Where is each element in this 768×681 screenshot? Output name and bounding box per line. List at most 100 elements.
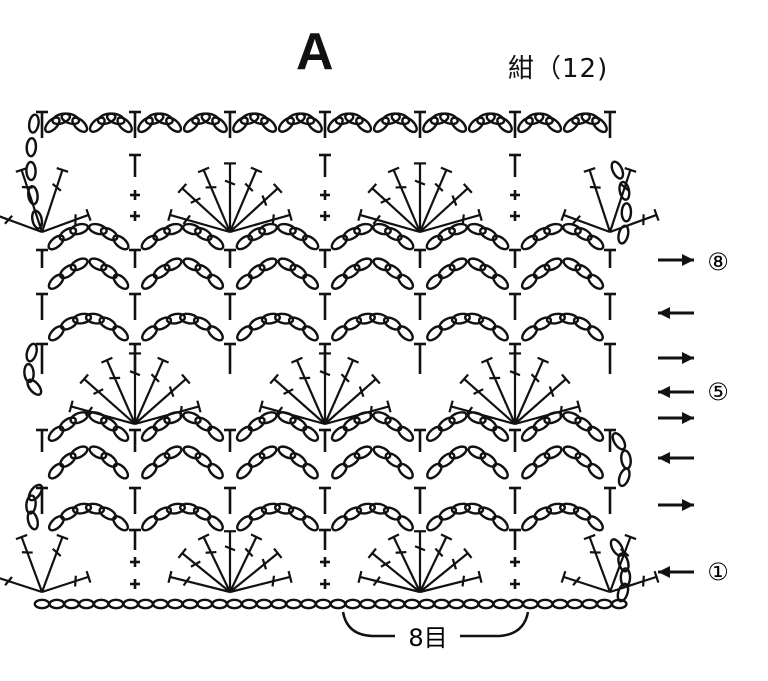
post-stitch: [129, 153, 141, 177]
chain-stitch: [48, 598, 66, 610]
arrow-left-icon: [658, 386, 694, 398]
chain-stitch: [372, 411, 392, 425]
chain-stitch: [426, 462, 443, 480]
chain-stitch: [373, 598, 391, 610]
chain-stitch: [302, 273, 320, 290]
chain-stitch: [558, 312, 580, 325]
chain-stitch: [236, 515, 254, 532]
chain-loop: [466, 222, 510, 251]
chain-stitch: [69, 222, 90, 236]
chain-loop: [331, 445, 373, 480]
chain-stitch: [270, 598, 288, 610]
row-stitch: [129, 486, 141, 514]
chain-loop: [562, 445, 604, 480]
chain-stitch: [87, 222, 108, 236]
chain-stitch: [520, 273, 538, 290]
chain-stitch: [285, 598, 302, 610]
chain-stitch: [466, 222, 487, 236]
chain-stitch: [384, 416, 403, 432]
chain-stitch: [491, 515, 509, 532]
chain-stitch: [26, 378, 43, 396]
chain-stitch: [58, 226, 78, 242]
post-stitch: [509, 153, 521, 177]
chain-stitch: [388, 598, 406, 610]
chain-stitch: [112, 515, 130, 532]
chain-stitch: [425, 273, 443, 290]
chain-loop: [561, 222, 605, 251]
chain-stitch: [334, 112, 355, 126]
yarn-color-label: 紺（12): [508, 54, 609, 84]
chain-stitch: [532, 452, 551, 468]
chain-stitch: [273, 312, 295, 325]
chain-stitch: [342, 452, 361, 468]
chain-stitch: [534, 112, 554, 126]
chain-stitch: [450, 116, 468, 133]
chain-stitch: [520, 425, 538, 442]
row-stitch: [604, 428, 616, 452]
chain-stitch: [72, 312, 93, 325]
chain-stitch: [277, 257, 297, 272]
chain-stitch: [58, 416, 77, 432]
row-stitch: [36, 428, 48, 452]
chain-stitch: [448, 411, 468, 425]
chain-stitch: [152, 226, 171, 242]
chain-stitch: [47, 234, 65, 251]
chain-stitch: [47, 425, 65, 443]
row-stitch: [509, 428, 521, 452]
chain-loop-right: [182, 112, 228, 134]
chain-stitch: [181, 598, 199, 610]
chain-stitch: [521, 325, 539, 342]
chain-stitch: [520, 234, 539, 251]
chain-stitch: [69, 411, 89, 425]
top-stitch: [224, 110, 236, 138]
chain-stitch: [543, 445, 563, 460]
chain-stitch: [47, 515, 65, 532]
chain-stitch: [353, 445, 373, 460]
row-stitch: [509, 486, 521, 514]
chain-stitch: [372, 116, 390, 133]
chain-loop: [426, 502, 509, 532]
row-stitch: [319, 292, 331, 320]
chain-stitch: [206, 234, 225, 251]
chain-stitch: [381, 112, 401, 126]
chain-loop: [236, 312, 319, 342]
chain-stitch: [562, 257, 582, 272]
chain-stitch: [249, 112, 269, 126]
chain-loop-left: [44, 112, 89, 134]
chain-loop: [235, 257, 278, 290]
chain-stitch: [211, 598, 229, 610]
chain-stitch: [302, 425, 320, 442]
chain-loop: [182, 445, 224, 480]
chain-stitch: [301, 515, 319, 532]
chain-stitch: [71, 116, 89, 133]
chain-stitch: [327, 116, 344, 134]
chain-loop: [330, 411, 373, 442]
row-marker-8: ⑧: [707, 248, 729, 276]
chain-loop-left: [327, 112, 373, 134]
chain-loop: [426, 312, 509, 342]
post-stitch: [36, 342, 48, 374]
chain-stitch: [438, 506, 458, 521]
top-stitch: [319, 110, 331, 138]
chain-stitch: [390, 112, 411, 126]
chain-stitch: [331, 462, 348, 480]
chain-stitch: [314, 598, 332, 610]
chain-stitch: [562, 116, 580, 133]
chain-stitch: [485, 112, 506, 126]
chain-stitch: [181, 222, 202, 236]
chain-stitch: [182, 116, 200, 133]
chain-stitch: [112, 462, 130, 480]
chain-stitch: [151, 598, 169, 610]
row-stitch: [604, 248, 616, 268]
chain-stitch: [98, 506, 118, 521]
arrow-right-icon: [658, 499, 694, 511]
chain-stitch: [178, 502, 200, 515]
chain-stitch: [235, 425, 253, 442]
chain-stitch: [289, 263, 308, 280]
chain-stitch: [289, 226, 308, 242]
chain-stitch: [88, 257, 108, 272]
single-crochet-symbol: [320, 190, 330, 200]
row-stitch: [129, 428, 141, 452]
chain-stitch: [620, 449, 632, 470]
